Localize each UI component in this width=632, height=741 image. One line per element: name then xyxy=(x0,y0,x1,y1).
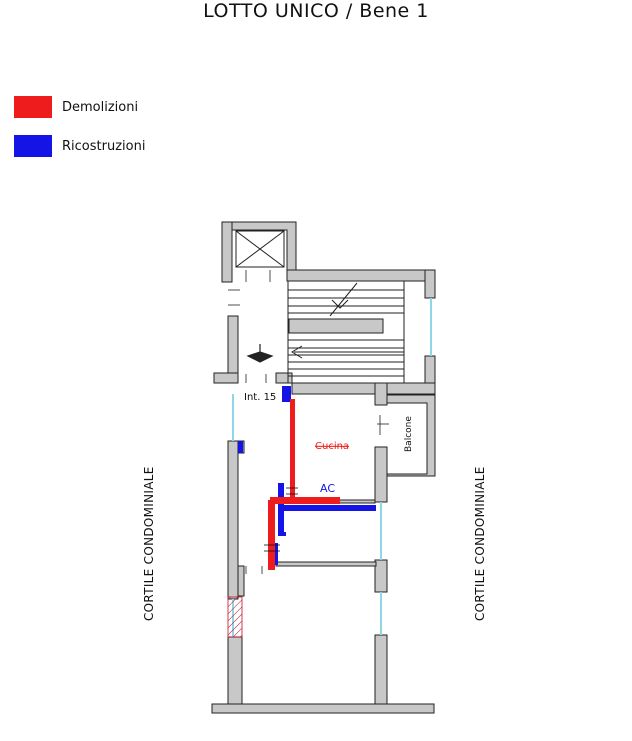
stair-bottom-wall xyxy=(291,382,436,395)
bottom-slab xyxy=(211,703,435,714)
windows xyxy=(232,298,432,637)
closet-label: AC xyxy=(320,482,335,495)
hatched-demolition-area xyxy=(227,596,243,638)
elevator-wall xyxy=(221,221,297,271)
legend-label-reconstruction: Ricostruzioni xyxy=(62,138,146,154)
legend-swatch-red xyxy=(14,96,52,118)
entrance-arrow xyxy=(246,344,274,363)
balcony-outline xyxy=(386,394,436,477)
elevator-left-wall xyxy=(221,221,233,283)
room-right-wall xyxy=(374,559,388,593)
kitchen-label: Cucina xyxy=(315,441,349,452)
balcony-label: Balcone xyxy=(404,416,414,452)
left-wall-stub-low xyxy=(237,565,245,597)
lower-left-wall xyxy=(227,636,243,706)
demolition-walls xyxy=(268,399,340,570)
legend-demolition: Demolizioni xyxy=(14,96,138,118)
landing-ledge-mid xyxy=(275,372,293,384)
openings xyxy=(228,270,389,574)
staircase xyxy=(287,280,405,384)
reconstruction-walls xyxy=(238,386,376,565)
stair-right-wall-top xyxy=(424,269,436,299)
kitchen-right-wall xyxy=(374,446,388,503)
legend-label-demolition: Demolizioni xyxy=(62,99,139,115)
legend-swatch-blue xyxy=(14,135,52,157)
demolition-openings xyxy=(264,487,298,552)
drawing-title: LOTTO UNICO / Bene 1 xyxy=(203,0,429,22)
balcony-wall-top xyxy=(374,382,388,406)
partition-lower xyxy=(275,561,377,567)
legend-reconstruction: Ricostruzioni xyxy=(14,135,145,157)
stair-top-wall xyxy=(286,269,436,282)
landing-ledge-left xyxy=(213,372,239,384)
walls xyxy=(211,221,436,714)
landing-left-wall xyxy=(227,315,239,377)
main-left-wall xyxy=(227,440,239,600)
lower-right-wall xyxy=(374,634,388,706)
elevator-symbol xyxy=(235,230,285,268)
entrance-label: Int. 15 xyxy=(244,392,276,403)
